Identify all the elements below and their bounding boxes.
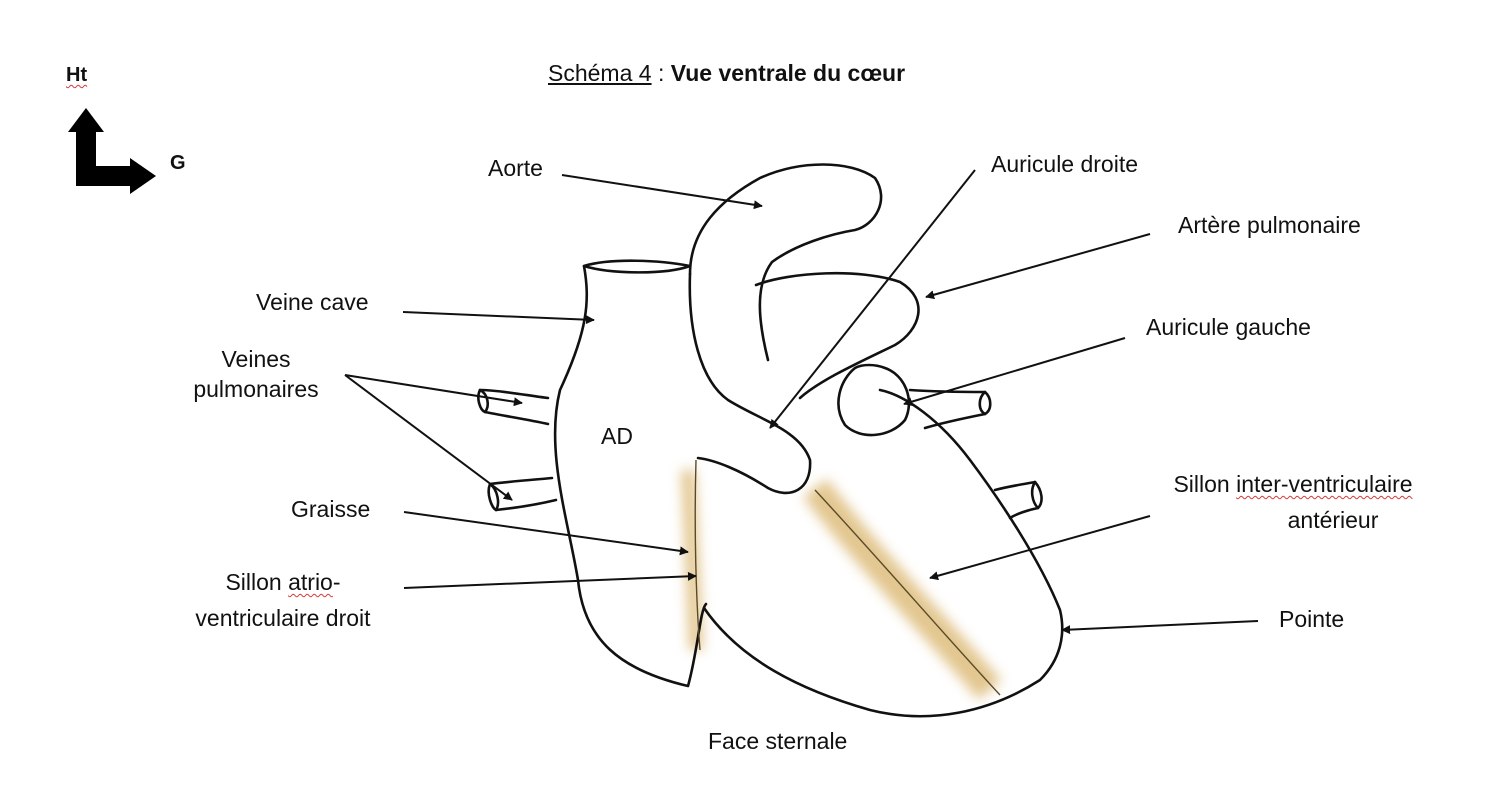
label-graisse: Graisse — [291, 496, 371, 522]
title-number: Schéma 4 — [548, 60, 652, 86]
label-sillon-av-word2: atrio — [288, 569, 333, 595]
label-sillon-atrio-ventriculaire: Sillon atrio- ventriculaire droit — [170, 567, 396, 633]
label-sillon-av-line1: Sillon atrio- — [170, 567, 396, 597]
label-veine-cave: Veine cave — [256, 289, 369, 315]
pulmonary-vein-upper-left — [477, 388, 550, 426]
pulmonary-vein-upper-right — [908, 388, 992, 430]
left-ventricle-outline — [702, 388, 1064, 718]
label-sillon-iv-word1: Sillon — [1173, 471, 1237, 497]
label-artere-pulmonaire: Artère pulmonaire — [1178, 212, 1361, 238]
orientation-left-label: G — [170, 152, 186, 174]
arrow-graisse — [403, 511, 689, 556]
diagram-title: Schéma 4 : Vue ventrale du cœur — [548, 58, 905, 88]
label-auricule-gauche: Auricule gauche — [1146, 314, 1311, 340]
label-aorte: Aorte — [488, 155, 543, 181]
label-auricule-droite: Auricule droite — [991, 151, 1139, 177]
sulci — [694, 459, 1001, 696]
label-sillon-iv-line2: antérieur — [1287, 507, 1379, 533]
arrow-aorte — [561, 174, 763, 210]
right-atrium-outline — [553, 264, 708, 688]
arrow-sillon-av — [403, 571, 697, 589]
arrow-sillon-iv — [929, 515, 1151, 581]
label-sillon-iv-word2: inter-ventriculaire — [1236, 471, 1413, 497]
heart-outline — [477, 163, 1064, 718]
arrow-pointe — [1061, 620, 1259, 635]
pulmonary-artery-outline — [754, 271, 920, 400]
left-auricle-outline — [837, 363, 911, 437]
title-separator: : — [651, 60, 671, 86]
label-veines-pulmonaires-line1: Veines — [221, 346, 291, 372]
vena-cava-top — [582, 259, 692, 274]
annotation-arrows — [344, 169, 1259, 635]
arrow-auricule-droite — [769, 169, 976, 429]
label-veines-pulmonaires: Veines pulmonaires — [192, 344, 320, 404]
label-sillon-av-hyphen: - — [332, 569, 341, 595]
label-sillon-av-line2: ventriculaire droit — [195, 605, 371, 631]
arrow-veine-cave — [402, 311, 595, 325]
fat-shading — [681, 469, 1002, 700]
aorta-outline — [688, 163, 883, 362]
title-text: Vue ventrale du cœur — [670, 60, 906, 86]
arrow-auricule-gauche — [903, 337, 1126, 406]
label-veines-pulmonaires-line2: pulmonaires — [193, 376, 319, 402]
pulmonary-vein-lower-left — [487, 476, 558, 512]
label-sillon-iv-line1: Sillon inter-ventriculaire — [1140, 469, 1446, 499]
orientation-arrows-icon — [68, 108, 156, 194]
label-face-sternale: Face sternale — [708, 728, 848, 754]
label-sillon-inter-ventriculaire: Sillon inter-ventriculaire antérieur — [1140, 469, 1446, 535]
arrow-veines-pulmonaires-2 — [344, 374, 513, 501]
arrow-veines-pulmonaires-1 — [344, 374, 523, 407]
label-ad: AD — [601, 423, 633, 449]
arrow-artere-pulmonaire — [925, 233, 1151, 300]
label-sillon-av-word1: Sillon — [225, 569, 289, 595]
orientation-up-label: Ht — [66, 64, 88, 86]
pulmonary-vein-lower-right — [993, 480, 1043, 520]
label-pointe: Pointe — [1279, 606, 1345, 632]
